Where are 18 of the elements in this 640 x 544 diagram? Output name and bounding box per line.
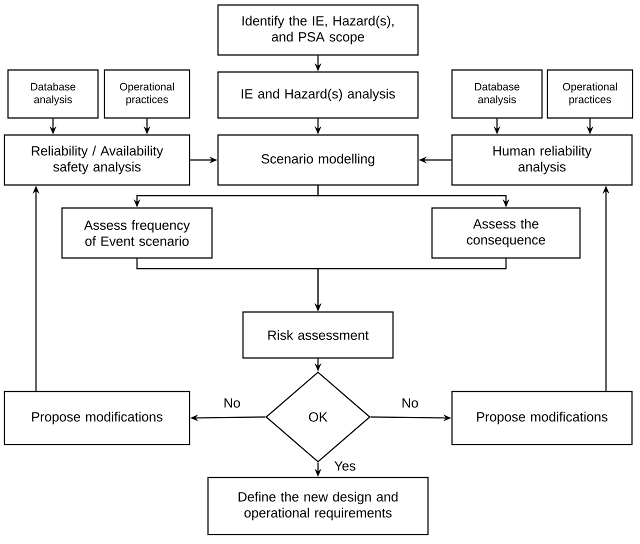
process-box: Assess the consequence <box>431 207 581 259</box>
edge-label: No <box>400 397 420 409</box>
process-box: Propose modifications <box>451 390 633 446</box>
process-box: Scenario modelling <box>217 134 419 186</box>
process-box: Database analysis <box>7 69 99 119</box>
process-box: Identify the IE, Hazard(s), and PSA scope <box>217 4 419 56</box>
process-box: Human reliability analysis <box>451 134 633 186</box>
edge-label: No <box>222 397 242 409</box>
edge-label: Yes <box>332 460 358 472</box>
process-box: Define the new design and operational requirements <box>207 476 429 536</box>
process-box: Propose modifications <box>4 390 190 446</box>
process-box: Operational practices <box>546 69 634 119</box>
process-box: Operational practices <box>104 69 190 119</box>
process-box: Reliability / Availability safety analysis <box>4 134 190 186</box>
process-box: Database analysis <box>451 69 543 119</box>
process-box: Assess frequency of Event scenario <box>61 207 213 259</box>
process-box: Risk assessment <box>242 311 394 359</box>
process-box: IE and Hazard(s) analysis <box>217 71 419 119</box>
